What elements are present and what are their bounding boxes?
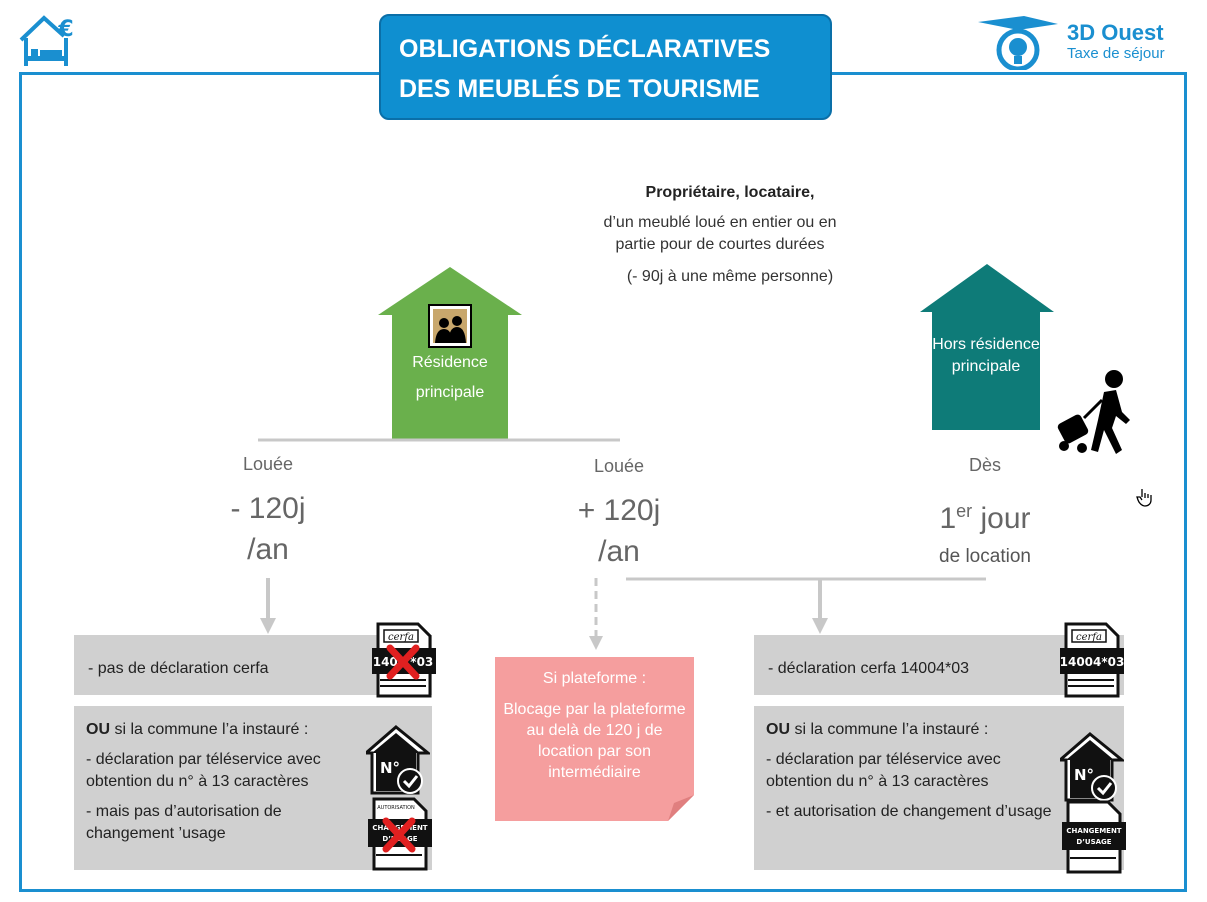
col3-head: Dès: [968, 455, 1001, 475]
col3-sub: de location: [939, 546, 1031, 567]
platform-note-body: Blocage par la plateforme au delà de 120…: [503, 701, 686, 781]
box4-intro-rest: si la commune l’a instauré :: [790, 721, 989, 738]
changement-usage-icon: CHANGEMENT D’USAGE: [1062, 800, 1126, 874]
residence-principale-label-1: Résidence: [412, 354, 488, 371]
residence-principale-house: [378, 267, 522, 439]
numero-house-check-icon-2: N°: [1060, 732, 1124, 802]
box4-intro-bold: OU: [766, 721, 790, 738]
logo: 3D Ouest Taxe de séjour: [1067, 20, 1187, 62]
cerfa-label-2: cerfa: [1076, 632, 1102, 643]
intro-line-3: (- 90j à une même personne): [626, 268, 834, 285]
col3-value-number: 1: [939, 502, 957, 535]
numero-label-2: N°: [1074, 766, 1094, 784]
col1-value-line2: /an: [247, 533, 289, 566]
box4-item1: - déclaration par téléservice avec obten…: [766, 751, 1001, 790]
box2-intro-bold: OU: [86, 721, 110, 738]
box2-intro: OU si la commune l’a instauré :: [86, 719, 366, 741]
cerfa-icon: cerfa 14004*03: [1060, 622, 1125, 698]
title-line-1: OBLIGATIONS DÉCLARATIVES: [399, 35, 771, 63]
box2-item2: - mais pas d’autorisation de changement …: [86, 803, 282, 842]
intro-line-1: d’un meublé loué en entier ou en: [603, 214, 837, 231]
box2-intro-rest: si la commune l’a instauré :: [110, 721, 309, 738]
changement-label-1: CHANGEMENT: [372, 824, 427, 832]
cerfa-number: 14004*03: [1060, 655, 1125, 669]
box4-intro: OU si la commune l’a instauré :: [766, 719, 1046, 741]
note-curl: [668, 795, 694, 821]
hors-residence-label: Hors résidence principale: [932, 336, 1040, 375]
residence-principale-label-2: principale: [415, 384, 485, 401]
col2-value-line1: + 120j: [577, 494, 661, 527]
numero-label: N°: [380, 759, 400, 777]
col2-head: Louée: [593, 456, 645, 476]
platform-note: Si plateforme : Blocage par la plateform…: [495, 657, 694, 821]
col1-head: Louée: [242, 454, 294, 474]
traveler-luggage-icon: [1057, 370, 1130, 454]
cerfa-crossed-icon: cerfa 1400 *03: [372, 622, 436, 698]
box1-text: - pas de déclaration cerfa: [88, 660, 269, 677]
graduate-logo-icon: [978, 16, 1058, 70]
col3-value-rest: jour: [972, 502, 1031, 535]
house-euro-icon: €: [19, 15, 74, 66]
euro-symbol: €: [57, 17, 73, 42]
autorisation-label: AUTORISATION: [377, 805, 415, 811]
logo-subtitle: Taxe de séjour: [1067, 45, 1165, 62]
logo-name: 3D Ouest: [1067, 20, 1164, 45]
family-icon: [428, 304, 472, 348]
hand-cursor-icon: [1136, 489, 1152, 507]
box2-item1: - déclaration par téléservice avec obten…: [86, 751, 321, 790]
changement-label-2b: D’USAGE: [1076, 838, 1111, 846]
platform-note-title: Si plateforme :: [542, 670, 647, 687]
col2-value-line2: /an: [598, 535, 640, 568]
col3-value-sup: er: [956, 501, 973, 521]
page-title: OBLIGATIONS DÉCLARATIVES DES MEUBLÉS DE …: [379, 14, 832, 120]
box3-text: - déclaration cerfa 14004*03: [768, 660, 970, 677]
col3-value: 1er jour: [890, 490, 1080, 540]
intro-line-2: partie pour de courtes durées: [615, 236, 825, 253]
cerfa-label: cerfa: [388, 632, 414, 643]
box4-item2: - et autorisation de changement d’usage: [766, 803, 1052, 820]
changement-usage-crossed-icon: AUTORISATION CHANGEMENT D’USAGE: [368, 797, 432, 871]
changement-label-1b: CHANGEMENT: [1066, 827, 1121, 835]
col1-value-line1: - 120j: [230, 492, 306, 525]
intro-heading: Propriétaire, locataire,: [645, 184, 815, 201]
hors-residence-house: [920, 264, 1054, 430]
title-line-2: DES MEUBLÉS DE TOURISME: [399, 75, 760, 103]
numero-house-check-icon: N°: [366, 725, 430, 795]
